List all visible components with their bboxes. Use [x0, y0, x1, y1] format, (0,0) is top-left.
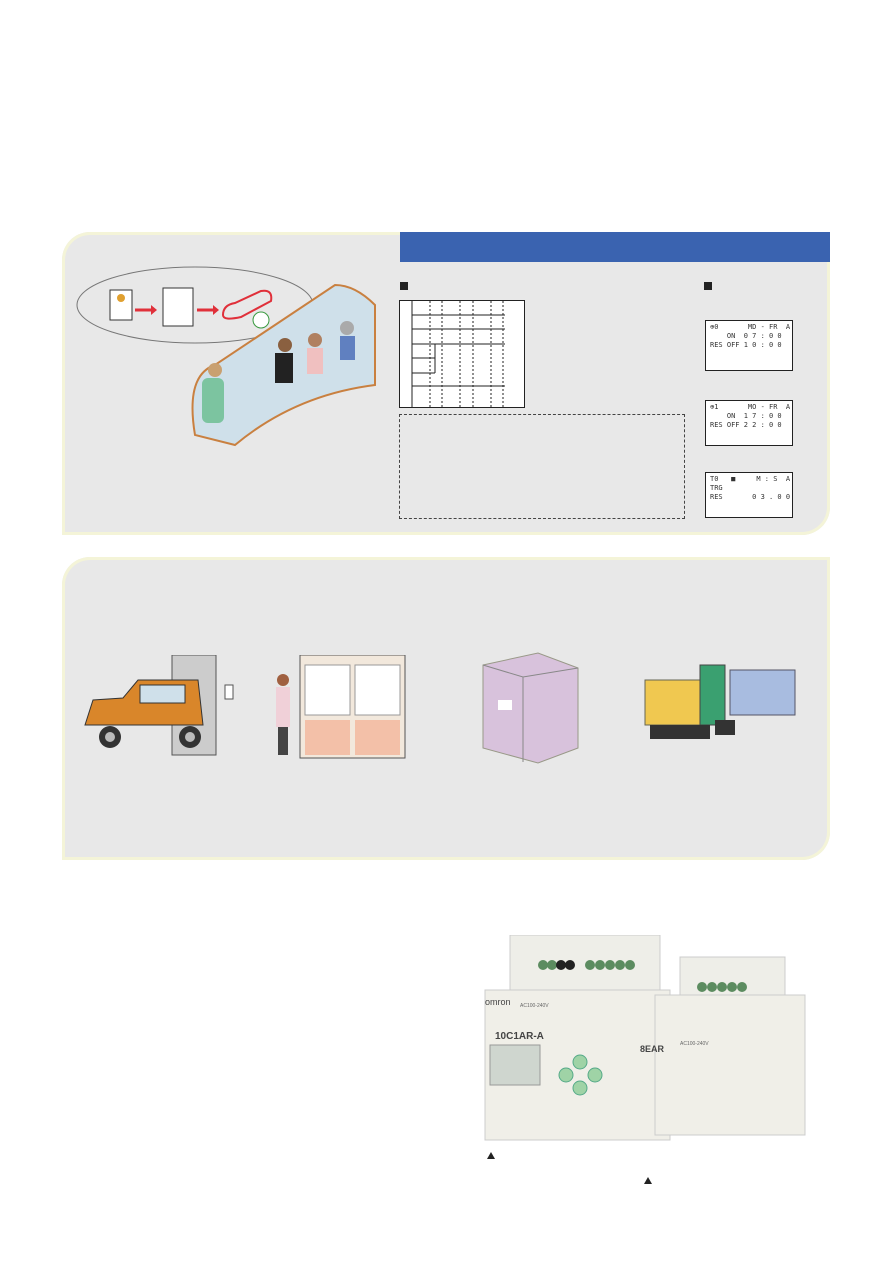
controller-icon [162, 287, 194, 327]
lcd-line: T0 ■ M : S A [710, 475, 791, 483]
clock-icon [252, 311, 270, 329]
lcd-line: ⊕0 MD - FR A [710, 323, 791, 331]
programmable-relay-photo: omron AC100-240V 10C1AR-A 8EAR AC100-240… [484, 935, 806, 1141]
lcd-line: ON 1 7 : 0 0 [710, 412, 782, 420]
lcd-line: ⊕1 MO - FR A [710, 403, 791, 411]
expansion-voltage-label: AC100-240V [680, 1041, 709, 1047]
injection-molding-machine-illustration [644, 664, 796, 739]
description-box [399, 414, 685, 519]
lcd-line: RES OFF 2 2 : 0 0 [710, 421, 782, 429]
voltage-label: AC100-240V [520, 1003, 549, 1009]
expansion-model-label: 8EAR [640, 1044, 665, 1054]
person-sensor-icon [109, 289, 133, 321]
lcd-line: TRG [710, 484, 723, 492]
car-wash-illustration [84, 655, 234, 756]
lcd-section-bullet [704, 282, 712, 290]
escalator-icon [221, 289, 273, 320]
lcd-line: RES OFF 1 0 : 0 0 [710, 341, 782, 349]
lcd-line: ON 0 7 : 0 0 [710, 332, 782, 340]
ladder-section-bullet [400, 282, 408, 290]
brand-label: omron [485, 997, 511, 1007]
section-header-bar [400, 232, 830, 262]
pallet-package-illustration [482, 652, 579, 764]
ladder-diagram [399, 300, 525, 408]
vending-machine-illustration [276, 655, 406, 759]
caption-marker [644, 1177, 652, 1184]
lcd-line: RES 0 3 . 0 0 [710, 493, 791, 501]
caption-marker [487, 1152, 495, 1159]
model-label: 10C1AR-A [495, 1031, 544, 1042]
escalator-illustration [76, 266, 376, 447]
